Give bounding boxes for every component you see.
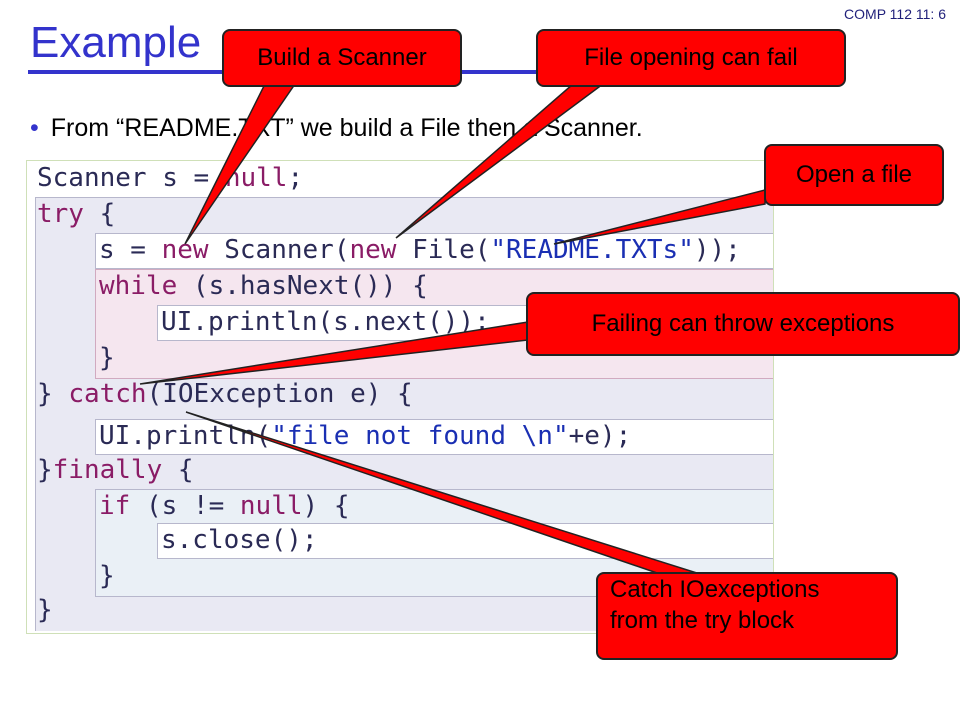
code-line-8: UI.println("file not found \n"+e); xyxy=(99,421,632,451)
pointer-catch-ioexceptions xyxy=(185,411,701,575)
callout-catch-line1: Catch IOexceptions xyxy=(610,576,820,603)
close-statement-block xyxy=(157,523,773,559)
pointer-failing-exceptions xyxy=(139,321,529,385)
pointer-file-open-fail xyxy=(395,83,606,239)
callout-file-open-fail: File opening can fail xyxy=(536,29,846,87)
code-line-12: } xyxy=(99,561,115,591)
slide-header: COMP 112 11: 6 xyxy=(844,6,946,22)
callout-build-scanner: Build a Scanner xyxy=(222,29,462,87)
code-line-5: UI.println(s.next()); xyxy=(161,307,490,337)
code-line-2: try { xyxy=(37,199,116,229)
code-line-9: }finally { xyxy=(37,455,194,485)
course-code: COMP 112 xyxy=(844,6,912,22)
pointer-open-file xyxy=(553,189,766,245)
code-line-1: Scanner s = null; xyxy=(37,163,304,193)
pointer-build-scanner xyxy=(184,83,297,245)
slide-number: 11: 6 xyxy=(915,6,946,22)
callout-failing-exceptions: Failing can throw exceptions xyxy=(526,292,960,356)
code-line-3: s = new Scanner(new File("README.TXTs"))… xyxy=(99,235,741,265)
code-line-7: } catch(IOException e) { xyxy=(37,379,413,409)
callout-catch-line2: from the try block xyxy=(610,607,795,635)
code-line-10: if (s != null) { xyxy=(99,491,350,521)
catch-println-block xyxy=(95,419,773,455)
scanner-statement-block xyxy=(95,233,773,269)
callout-catch-ioexceptions: Catch IOexceptions from the try block xyxy=(596,572,898,660)
bullet-dot-icon: • xyxy=(30,114,39,142)
slide-title: Example xyxy=(30,18,202,67)
code-line-6: } xyxy=(99,343,115,373)
code-line-4: while (s.hasNext()) { xyxy=(99,271,428,301)
callout-open-file: Open a file xyxy=(764,144,944,206)
code-line-11: s.close(); xyxy=(161,525,318,555)
code-line-13: } xyxy=(37,595,53,625)
